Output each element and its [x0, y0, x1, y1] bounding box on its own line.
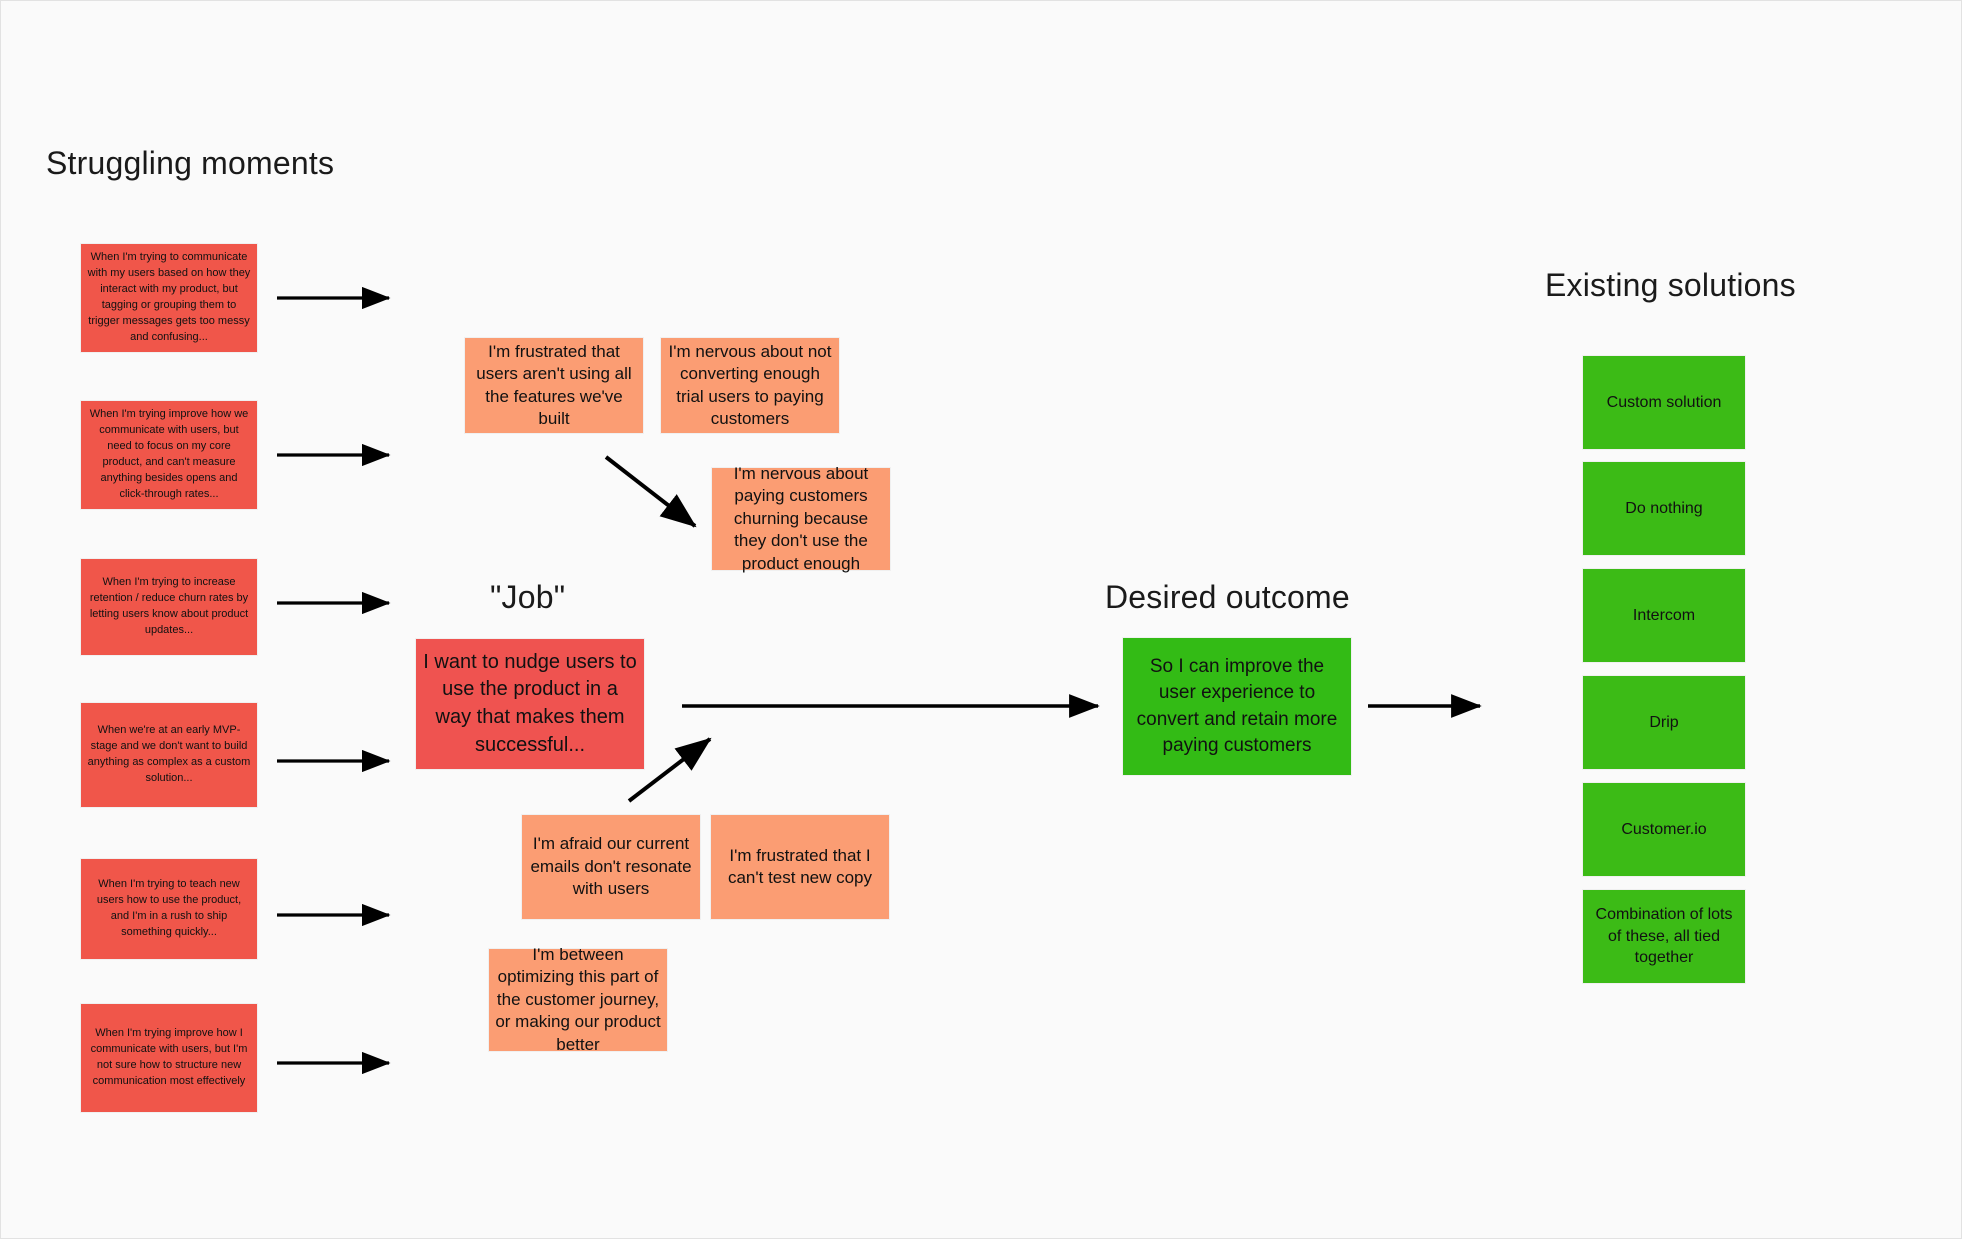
- note-text: When I'm trying improve how we communica…: [89, 408, 249, 500]
- struggling-moment-note[interactable]: When we're at an early MVP-stage and we …: [81, 703, 257, 807]
- section-title-struggling-moments: Struggling moments: [46, 145, 335, 181]
- existing-solution-note[interactable]: Combination of lots of these, all tied t…: [1583, 890, 1745, 983]
- struggling-moment-note[interactable]: When I'm trying to communicate with my u…: [81, 244, 257, 352]
- anxiety-note[interactable]: I'm afraid our current emails don't reso…: [522, 815, 700, 919]
- note-text: When I'm trying to increase retention / …: [89, 576, 249, 636]
- note-text: I'm nervous about paying customers churn…: [733, 463, 869, 573]
- anxiety-note[interactable]: I'm nervous about paying customers churn…: [712, 464, 890, 573]
- note-text: I'm frustrated that users aren't using a…: [476, 341, 632, 428]
- note-text: I'm afraid our current emails don't reso…: [530, 834, 692, 899]
- note-text: Drip: [1649, 713, 1679, 731]
- existing-solution-note[interactable]: Do nothing: [1583, 462, 1745, 555]
- note-text: Customer.io: [1621, 820, 1707, 838]
- note-text: When we're at an early MVP-stage and we …: [87, 724, 251, 784]
- anxiety-note[interactable]: I'm between optimizing this part of the …: [489, 945, 667, 1054]
- note-text: I'm nervous about not converting enough …: [668, 341, 832, 428]
- anxiety-note[interactable]: I'm frustrated that users aren't using a…: [465, 338, 643, 433]
- note-text: I'm between optimizing this part of the …: [495, 944, 661, 1054]
- struggling-moment-note[interactable]: When I'm trying to teach new users how t…: [81, 859, 257, 959]
- note-text: Custom solution: [1606, 393, 1722, 411]
- note-text: When I'm trying to communicate with my u…: [87, 251, 251, 343]
- anxiety-note[interactable]: I'm frustrated that I can't test new cop…: [711, 815, 889, 919]
- note-text: I want to nudge users to use the product…: [423, 650, 637, 756]
- existing-solution-note[interactable]: Custom solution: [1583, 356, 1745, 449]
- section-title-existing-solutions: Existing solutions: [1545, 267, 1796, 303]
- note-text: When I'm trying to teach new users how t…: [96, 878, 242, 938]
- anxiety-note[interactable]: I'm nervous about not converting enough …: [661, 338, 839, 433]
- note-text: Do nothing: [1625, 499, 1703, 517]
- desired-outcome-note[interactable]: So I can improve the user experience to …: [1123, 638, 1351, 775]
- note-text: When I'm trying improve how I communicat…: [90, 1027, 248, 1087]
- struggling-moment-note[interactable]: When I'm trying to increase retention / …: [81, 559, 257, 655]
- existing-solution-note[interactable]: Customer.io: [1583, 783, 1745, 876]
- section-title-job: "Job": [490, 579, 566, 615]
- section-title-desired-outcome: Desired outcome: [1105, 579, 1350, 615]
- struggling-moment-note[interactable]: When I'm trying improve how I communicat…: [81, 1004, 257, 1112]
- note-text: Combination of lots of these, all tied t…: [1595, 906, 1733, 967]
- note-text: I'm frustrated that I can't test new cop…: [727, 845, 873, 887]
- existing-solution-note[interactable]: Intercom: [1583, 569, 1745, 662]
- existing-solution-note[interactable]: Drip: [1583, 676, 1745, 769]
- note-text: Intercom: [1632, 606, 1696, 624]
- note-text: So I can improve the user experience to …: [1136, 656, 1338, 756]
- job-statement-note[interactable]: I want to nudge users to use the product…: [416, 639, 644, 769]
- struggling-moment-note[interactable]: When I'm trying improve how we communica…: [81, 401, 257, 509]
